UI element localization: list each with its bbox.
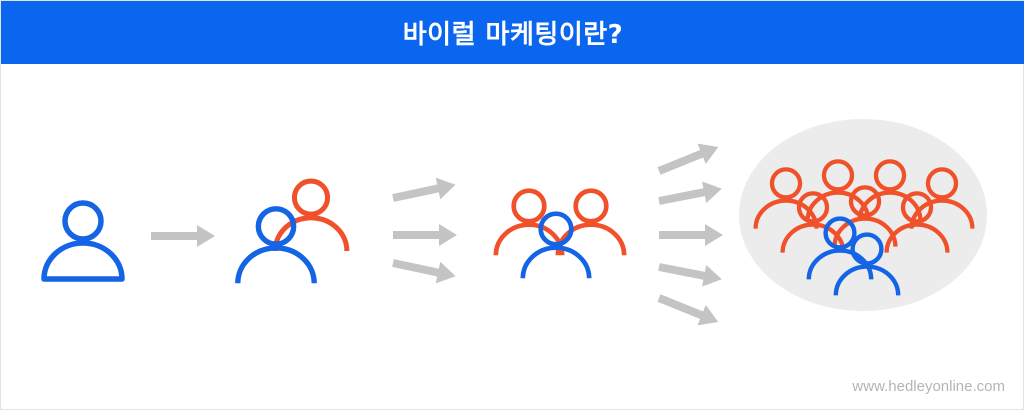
person-icon-stage-1 [44, 203, 122, 279]
watermark-text: www.hedleyonline.com [852, 378, 1005, 395]
viral-spread-diagram [1, 119, 987, 333]
arrow-group-3 [390, 173, 458, 288]
title-bar: 바이럴 마케팅이란? [1, 1, 1024, 64]
arrow-icon [151, 225, 215, 247]
page-title: 바이럴 마케팅이란? [402, 20, 624, 50]
arrow-group-5 [654, 136, 724, 333]
